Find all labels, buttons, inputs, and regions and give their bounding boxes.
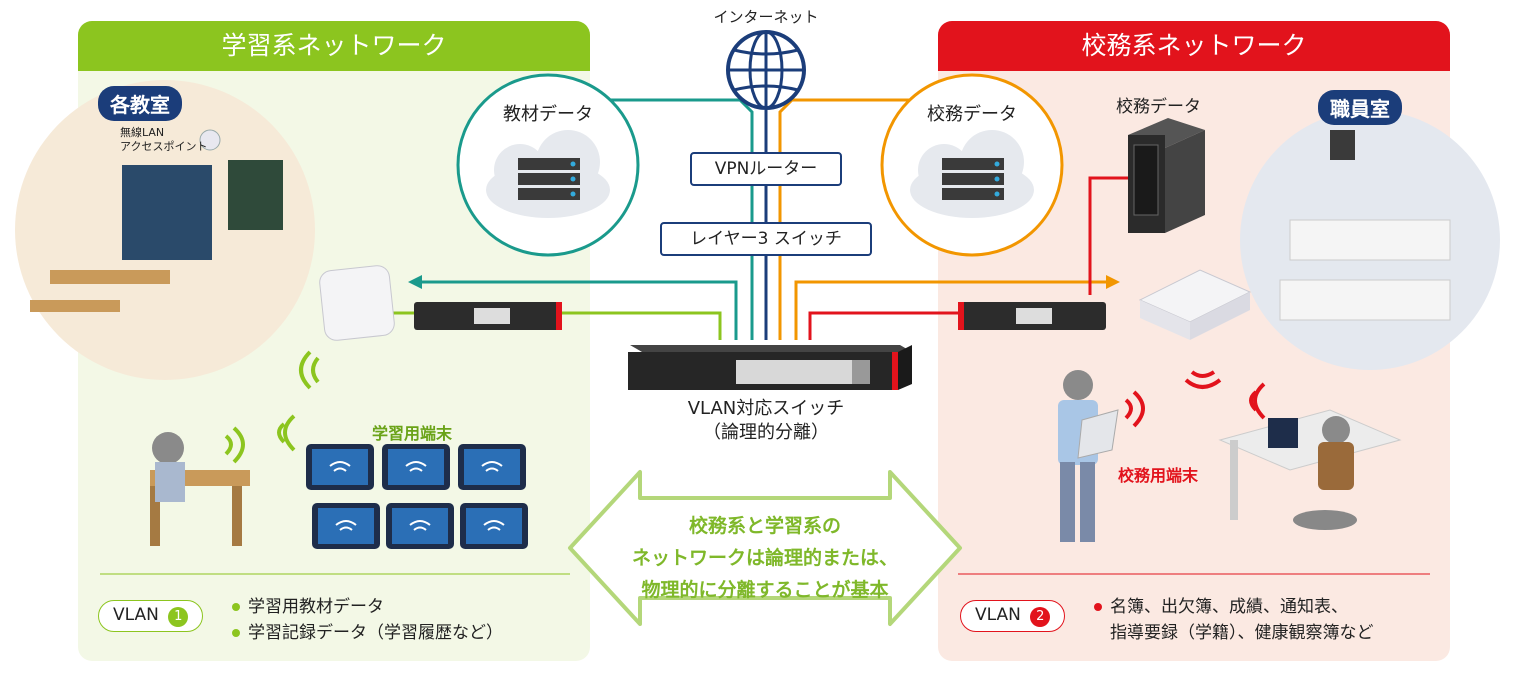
separation-text-line2: ネットワークは論理的または、 [631,547,898,569]
blackboard-icon [228,160,283,230]
vlan2-label: VLAN [975,605,1021,625]
staffroom-badge: 職員室 [1318,90,1402,125]
vlan1-pill: VLAN 1 [98,600,204,632]
admin-item-line1: 名簿、出欠簿、成績、通知表、 [1110,597,1348,617]
admin-server-label: 校務データ [1116,97,1201,117]
staffroom-server-icon [1330,130,1355,160]
admin-terminals-label: 校務用端末 [1118,466,1199,485]
student-desk-icon [150,414,296,546]
admin-item-line2: 指導要録（学籍）、健康観察簿など [1110,623,1374,643]
vlan-switch-icon [628,345,912,390]
vlan1-number: 1 [168,607,189,627]
vpn-router-box: VPNルーター [690,152,842,186]
admin-cloud-label: 校務データ [927,104,1017,125]
learning-item-2: 学習記録データ（学習履歴など） [248,623,503,643]
learning-data-cloud-icon [456,73,640,257]
staff-desk-icon [1218,409,1402,530]
vlan1-label: VLAN [113,605,159,625]
internet-globe-icon [726,30,806,110]
learning-tablets-icon [306,444,528,549]
vlan2-pill: VLAN 2 [960,600,1066,632]
classroom-ap-icon [199,129,221,151]
learning-item-1: 学習用教材データ [248,597,384,617]
admin-access-point-icon [1138,269,1252,389]
separation-text-line1: 校務系と学習系の [688,515,841,537]
learning-switch-icon [414,302,562,330]
l3-switch-box: レイヤー3 スイッチ [660,222,872,256]
classroom-screen-icon [122,165,212,260]
learning-data-list: 学習用教材データ 学習記録データ（学習履歴など） [232,594,503,646]
separation-arrow-icon [568,470,962,626]
ap-label-line2: アクセスポイント [120,140,208,153]
admin-network-title: 校務系ネットワーク [938,21,1450,71]
learning-cloud-label: 教材データ [503,104,593,125]
admin-data-list: 名簿、出欠簿、成績、通知表、 指導要録（学籍）、健康観察簿など [1094,594,1374,646]
vlan-switch-label: VLAN対応スイッチ （論理的分離） [650,397,882,445]
vlan-switch-label-line2: （論理的分離） [703,422,829,443]
vlan2-number: 2 [1030,607,1051,627]
learning-access-point-icon [299,265,395,390]
internet-label: インターネット [713,8,819,26]
learning-network-title: 学習系ネットワーク [78,21,590,71]
admin-switch-icon [958,302,1106,330]
separation-text: 校務系と学習系の ネットワークは論理的または、 物理的に分離することが基本 [600,510,930,606]
vlan-switch-label-line1: VLAN対応スイッチ [687,398,845,419]
separation-text-line3: 物理的に分離することが基本 [641,579,889,601]
learning-terminals-label: 学習用端末 [372,424,453,443]
ap-label-line1: 無線LAN [120,126,165,139]
teacher-icon [1058,370,1266,542]
ap-label: 無線LAN アクセスポイント [120,126,207,154]
admin-data-cloud-icon [880,73,1064,257]
admin-server-icon [1128,118,1205,233]
classroom-badge: 各教室 [98,86,182,121]
